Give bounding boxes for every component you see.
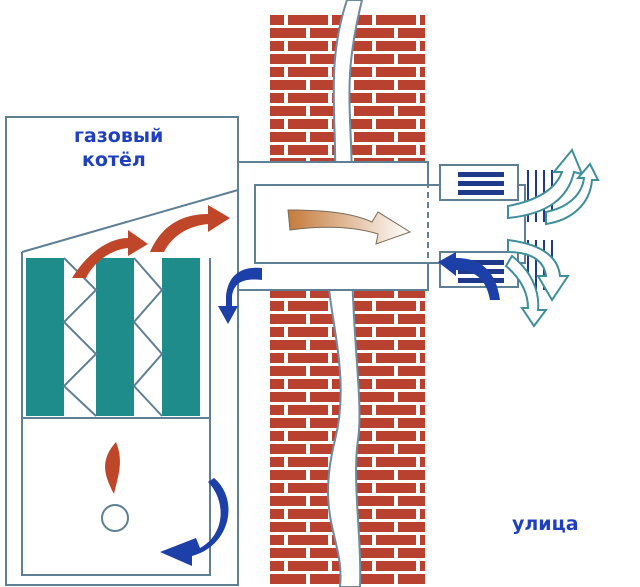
heat-exchanger xyxy=(26,257,200,417)
flue-hood xyxy=(21,189,239,253)
hot-gas-arrow xyxy=(150,205,230,252)
exchanger-zigzag-2 xyxy=(132,257,164,417)
boiler-label-line-1: газовый xyxy=(74,125,164,147)
exhaust-arrow xyxy=(545,162,600,226)
boiler-label-line-2: котёл xyxy=(82,149,146,171)
grille-bar xyxy=(458,181,504,186)
exchanger-fin-3 xyxy=(162,258,200,416)
intake-air-arrow xyxy=(438,252,500,300)
exchanger-fin-2 xyxy=(96,258,134,416)
flame-icon xyxy=(105,442,120,494)
intake-air-arrow xyxy=(160,478,229,566)
boiler-label: газовый котёл xyxy=(74,124,163,172)
boiler xyxy=(5,116,239,586)
intake-air-arrow xyxy=(218,267,262,324)
grille-bar xyxy=(458,172,504,177)
brick-wall xyxy=(270,0,425,587)
grille-bar xyxy=(458,190,504,195)
outside-label: улица xyxy=(512,513,579,535)
hot-gas-arrow xyxy=(72,230,148,278)
exhaust-arrow xyxy=(507,238,570,302)
burner-icon xyxy=(101,504,129,532)
grille-bar xyxy=(458,260,504,265)
exchanger-fin-1 xyxy=(26,258,64,416)
grille-bar xyxy=(458,278,504,283)
flue-gas-arrow xyxy=(287,209,412,245)
exhaust-arrow xyxy=(504,254,548,328)
combustion-chamber xyxy=(21,252,211,576)
exchanger-zigzag-1 xyxy=(62,257,98,417)
